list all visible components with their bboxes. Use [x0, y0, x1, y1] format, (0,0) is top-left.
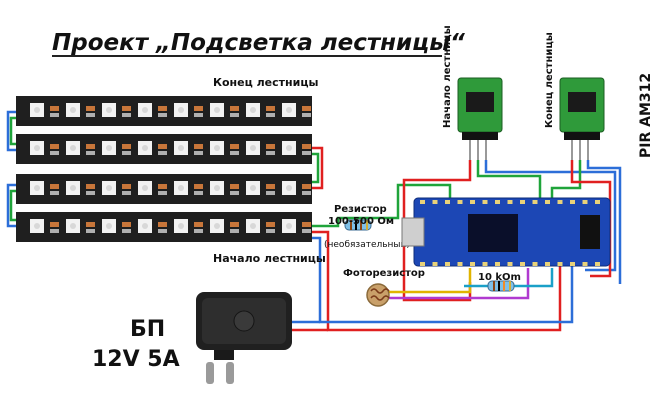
- pir-model-label: PIR AM312: [638, 73, 654, 158]
- pir-sensor-right: [559, 77, 605, 160]
- diagram-title: Проект „Подсветка лестницы“: [52, 30, 465, 56]
- wire-strip-left-2: [6, 183, 16, 228]
- wire-pir1-signal: [476, 160, 542, 198]
- wire-strip-right-1: [312, 146, 324, 190]
- led-strip-1: [16, 96, 312, 126]
- wire-strip-left-1b: [9, 116, 16, 146]
- wire-pir2-signal: [550, 160, 582, 198]
- wire-strip-right-1b: [312, 152, 320, 184]
- psu-label: БП: [130, 317, 165, 342]
- pir-right-label: Конец лестницы: [544, 32, 555, 128]
- resistor-10k: [487, 280, 515, 292]
- wire-data: [312, 183, 452, 228]
- photoresistor: [366, 283, 390, 307]
- led-strips: [16, 96, 312, 242]
- wire-strip-left-1: [6, 110, 16, 152]
- arduino-nano-board: [401, 197, 611, 267]
- resistor-label-3: (необязательный): [324, 240, 410, 250]
- wire-pir2-gnd: [586, 160, 622, 284]
- wire-strip-left-2b: [9, 189, 16, 222]
- wire-pir1-gnd: [484, 160, 617, 272]
- pir-sensor-left: [457, 77, 503, 160]
- led-strip-4: [16, 212, 312, 242]
- wire-photo-a: [388, 268, 472, 294]
- resistor-label-1: Резистор: [334, 204, 387, 215]
- power-supply: [196, 292, 292, 384]
- wire-pir2-vcc: [570, 160, 612, 278]
- icsp-header: [580, 215, 600, 249]
- usb-connector: [401, 217, 425, 247]
- resistor-10k-label: 10 kOm: [478, 272, 521, 283]
- led-strip-2: [16, 134, 312, 164]
- resistor-optional: [312, 219, 372, 231]
- board-pins: [420, 200, 600, 266]
- led-strip-3: [16, 174, 312, 204]
- psu-rating-label: 12V 5A: [92, 347, 180, 372]
- strip-end-label: Конец лестницы: [213, 76, 318, 89]
- strip-start-label: Начало лестницы: [213, 252, 326, 265]
- wire-photo-b: [388, 268, 530, 300]
- mcu-chip: [468, 214, 518, 252]
- resistor-label-2: 100-500 Ом: [328, 216, 394, 227]
- photoresistor-label: Фоторезистор: [343, 268, 425, 279]
- pir-left-label: Начало лестницы: [442, 25, 453, 128]
